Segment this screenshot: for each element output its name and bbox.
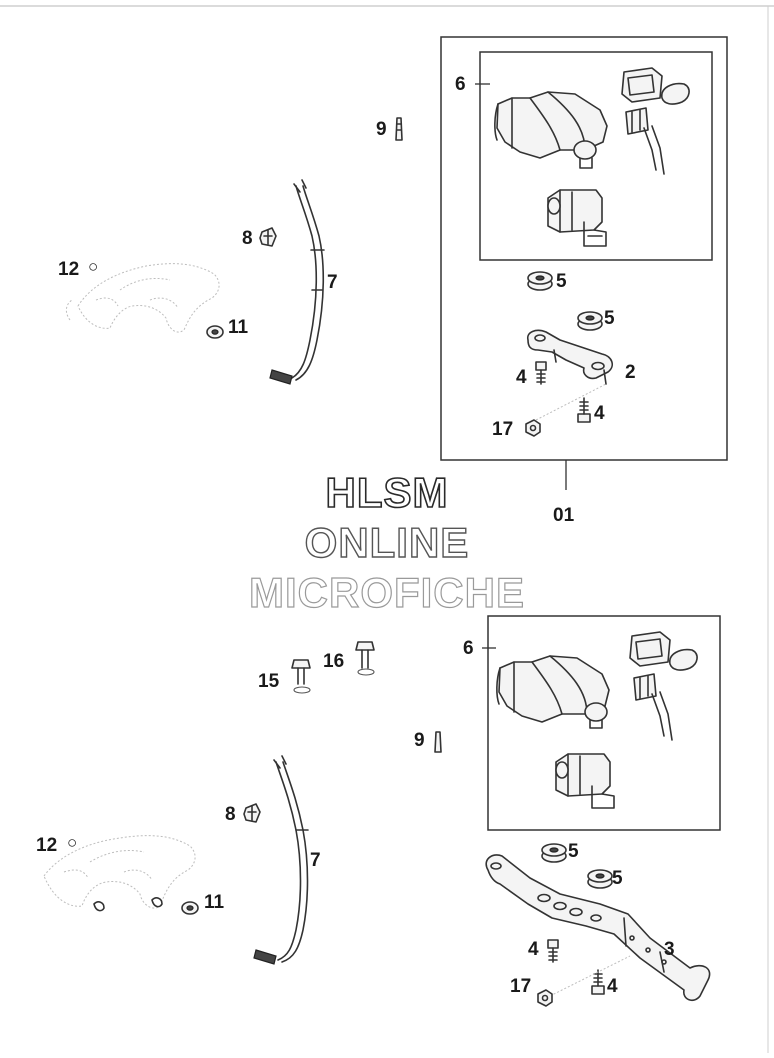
- grommet-5a: [527, 271, 553, 291]
- callout-5: 5: [568, 841, 579, 862]
- pin-9-bottom: [434, 731, 442, 753]
- bottom-assembly: [43, 615, 721, 1007]
- switch-body-bottom: [555, 753, 615, 809]
- callout-11: 11: [204, 892, 225, 913]
- callout-2: 2: [625, 362, 636, 383]
- callout-12: 12: [58, 259, 80, 280]
- switch-housing-bottom: [496, 655, 610, 729]
- callout-16: 16: [323, 651, 345, 672]
- watermark-line1: HLSM: [325, 469, 449, 516]
- cable-7-bottom: [253, 755, 309, 965]
- switch-cap-bottom: [629, 631, 698, 671]
- bracket-2: [526, 329, 614, 385]
- switch-rocker-bottom: [633, 673, 673, 741]
- watermark-line2: ONLINE: [304, 519, 470, 566]
- clip-8: [259, 227, 277, 247]
- callout-17: 17: [510, 976, 532, 997]
- screw-4a-bottom: [547, 939, 559, 963]
- callout-4: 4: [528, 939, 539, 960]
- switch-body: [547, 189, 607, 247]
- grommet-5b: [577, 311, 603, 331]
- nut-11-bottom: [181, 901, 199, 915]
- callout-17: 17: [492, 419, 514, 440]
- switch-housing: [494, 91, 608, 169]
- watermark-line3: MICROFICHE: [248, 569, 525, 616]
- holder-12-bottom: [43, 835, 196, 912]
- callout-7: 7: [310, 850, 321, 871]
- switch-rocker: [625, 107, 665, 175]
- callout-8: 8: [242, 228, 253, 249]
- bolt-17-bottom: [537, 989, 553, 1007]
- grommet-5b-bottom: [587, 869, 613, 889]
- screw-4a: [535, 361, 547, 385]
- pin-9: [395, 117, 403, 141]
- callout-4: 4: [516, 367, 527, 388]
- callout-12: 12: [36, 835, 58, 856]
- screw-4b-bottom: [591, 969, 605, 995]
- switch-6-frame: [479, 51, 713, 261]
- bracket-3: [485, 854, 711, 1002]
- callout-8: 8: [225, 804, 236, 825]
- bolt-15: [291, 659, 311, 694]
- screw-4b: [577, 397, 591, 423]
- clip-8-bottom: [243, 803, 261, 823]
- callout-7: 7: [327, 272, 338, 293]
- callout-01: 01: [553, 505, 575, 526]
- callout-4: 4: [607, 976, 618, 997]
- callout-9: 9: [376, 119, 387, 140]
- assembly-01-frame: [440, 36, 728, 461]
- bolt-17: [525, 419, 541, 437]
- callout-11: 11: [228, 317, 249, 338]
- callout-5: 5: [604, 308, 615, 329]
- ring-icon: ○: [88, 257, 99, 276]
- switch-cap: [621, 67, 690, 105]
- screw-17-axis: [535, 383, 607, 421]
- top-assembly: [65, 36, 728, 490]
- cable-7: [269, 179, 325, 385]
- callout-6: 6: [463, 638, 474, 659]
- callout-5: 5: [612, 868, 623, 889]
- ring-icon: ○: [67, 833, 78, 852]
- callout-5: 5: [556, 271, 567, 292]
- nut-11: [206, 325, 224, 339]
- switch-6-frame-bottom: [487, 615, 721, 831]
- callout-4: 4: [594, 403, 605, 424]
- callout-9: 9: [414, 730, 425, 751]
- bolt-16: [355, 641, 375, 676]
- grommet-5a-bottom: [541, 843, 567, 863]
- callout-15: 15: [258, 671, 280, 692]
- screw-17-axis-bottom: [549, 955, 631, 997]
- callout-3: 3: [664, 939, 675, 960]
- callout-6: 6: [455, 74, 466, 95]
- holder-12: [65, 263, 220, 333]
